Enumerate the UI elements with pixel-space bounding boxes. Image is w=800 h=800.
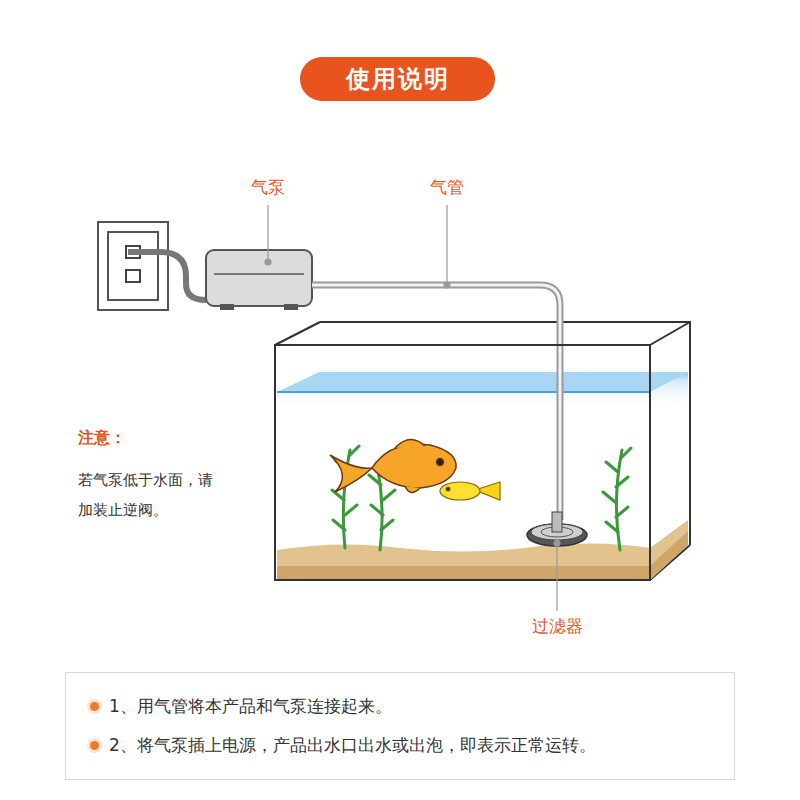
bullet-dot <box>90 702 99 711</box>
yellow-fish <box>440 482 500 500</box>
air-tube <box>312 285 560 520</box>
note-heading: 注意： <box>78 428 126 449</box>
part-label: 过滤器 <box>532 615 583 638</box>
wall-socket <box>98 222 206 310</box>
sand <box>277 520 688 580</box>
goldfish <box>330 439 456 492</box>
tank-front <box>275 345 650 580</box>
instruction-row: 1、用气管将本产品和气泵连接起来。 <box>90 695 710 718</box>
fish-tank <box>275 322 690 580</box>
instruction-row: 2、将气泵插上电源，产品出水口出水或出泡，即表示正常运转。 <box>90 734 710 757</box>
instruction-box: 1、用气管将本产品和气泵连接起来。 2、将气泵插上电源，产品出水口出水或出泡，即表… <box>65 672 735 780</box>
instruction-text: 2、将气泵插上电源，产品出水口出水或出泡，即表示正常运转。 <box>109 734 596 757</box>
instruction-text: 1、用气管将本产品和气泵连接起来。 <box>109 695 392 718</box>
water <box>277 372 688 410</box>
bullet-dot <box>90 741 99 750</box>
air-pump <box>206 250 312 310</box>
water-surface <box>277 372 688 392</box>
note-text: 若气泵低于水面，请 加装止逆阀。 <box>78 465 228 525</box>
leader-line <box>265 205 560 611</box>
title-pill: 使用说明 <box>300 57 495 101</box>
part-label: 气管 <box>430 176 464 199</box>
part-label: 气泵 <box>251 176 285 199</box>
filter <box>527 512 587 546</box>
title-text: 使用说明 <box>346 63 450 95</box>
